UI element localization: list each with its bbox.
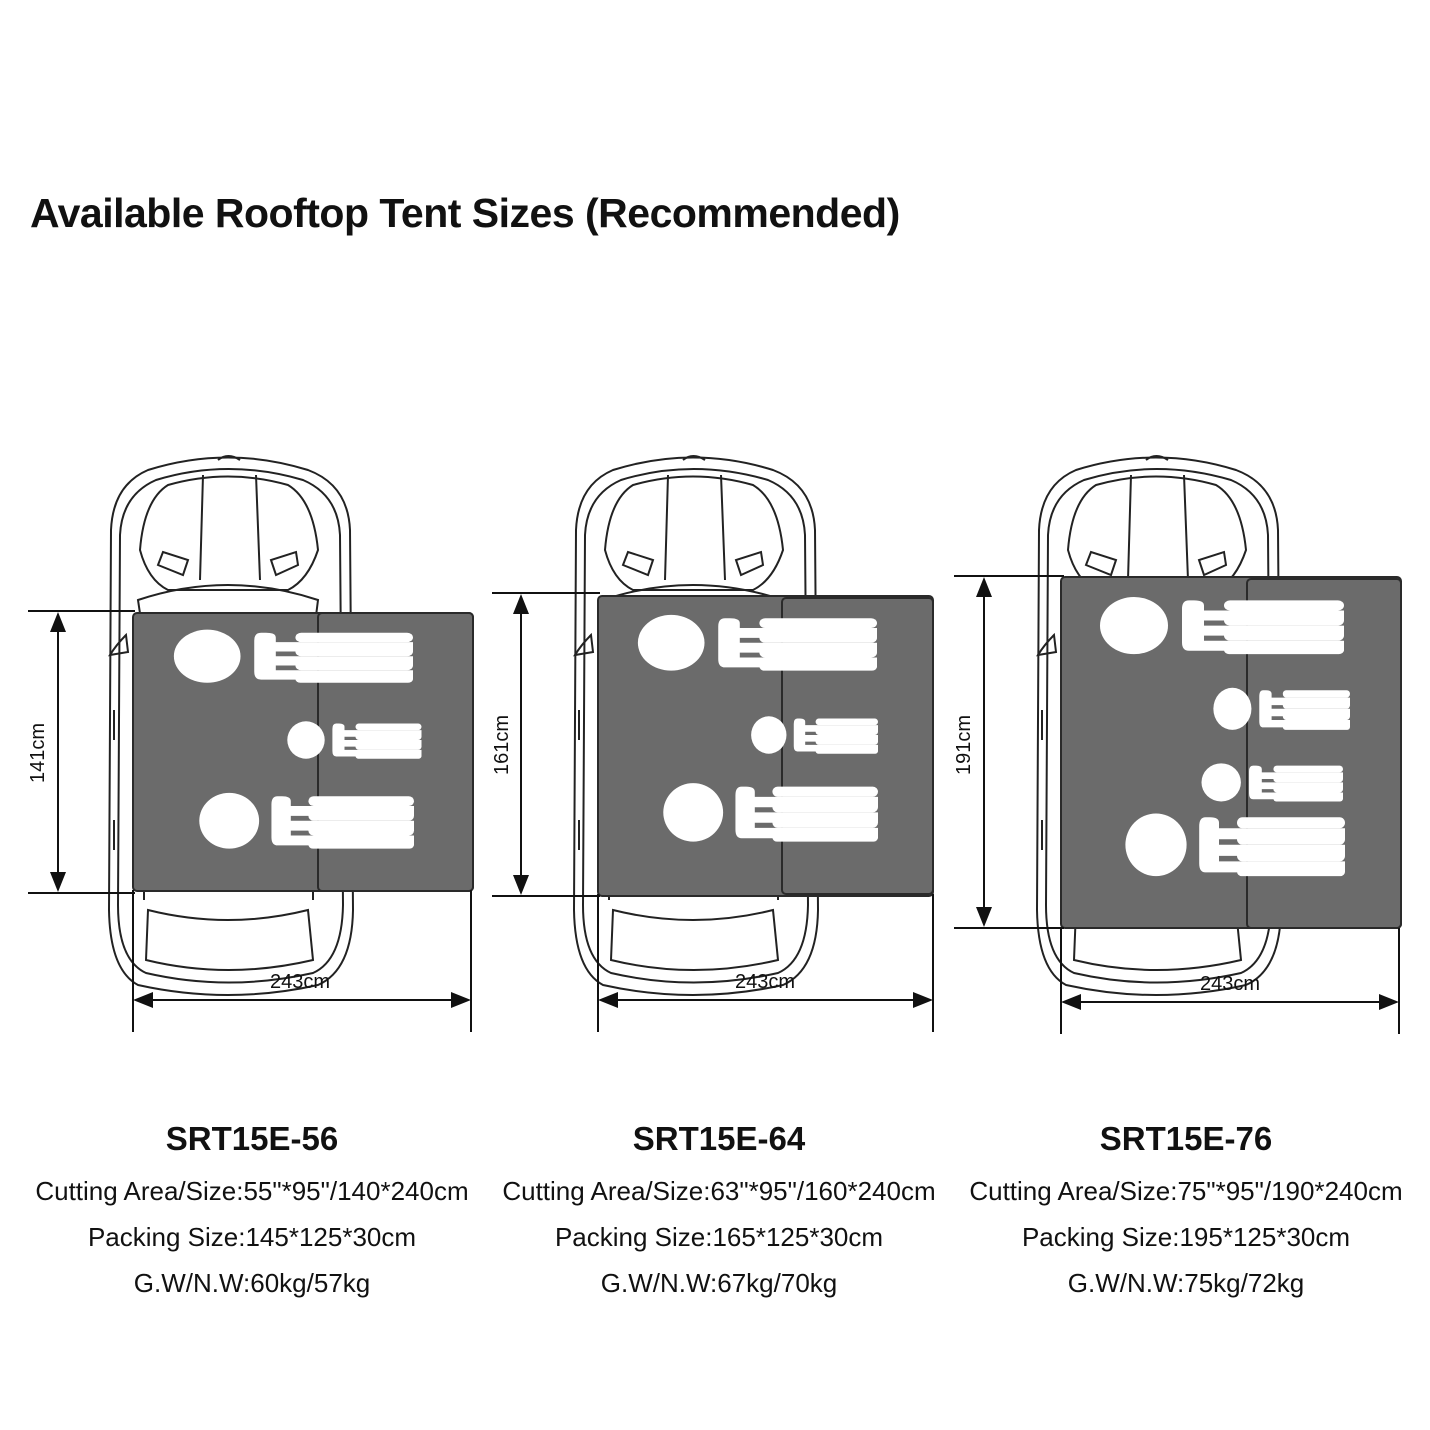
page-title: Available Rooftop Tent Sizes (Recommende… xyxy=(30,190,900,236)
spec-block-3: SRT15E-76 Cutting Area/Size:75"*95"/190*… xyxy=(951,1120,1421,1306)
packing-size: Packing Size:165*125*30cm xyxy=(554,1222,884,1252)
tent-size-diagram: 141cm 243cm 161cm 243cm xyxy=(27,455,1402,1034)
width-dimension-3: 243cm xyxy=(1060,928,1400,1034)
height-dimension-1: 141cm xyxy=(27,610,135,894)
spec-block-1: SRT15E-56 Cutting Area/Size:55"*95"/140*… xyxy=(17,1120,487,1306)
weight: G.W/N.W:60kg/57kg xyxy=(133,1268,371,1298)
height-label: 141cm xyxy=(27,723,49,783)
cutting-size: Cutting Area/Size:75"*95"/190*240cm xyxy=(969,1176,1403,1206)
height-dimension-2: 161cm xyxy=(491,592,600,897)
width-dimension-1: 243cm xyxy=(132,890,472,1032)
height-label: 161cm xyxy=(491,715,513,775)
cutting-size: Cutting Area/Size:63"*95"/160*240cm xyxy=(502,1176,936,1206)
cutting-size: Cutting Area/Size:55"*95"/140*240cm xyxy=(35,1176,469,1206)
height-label: 191cm xyxy=(953,715,975,775)
model-name: SRT15E-64 xyxy=(632,1120,806,1157)
tent-3 xyxy=(1060,576,1402,929)
packing-size: Packing Size:195*125*30cm xyxy=(1021,1222,1351,1252)
width-label: 243cm xyxy=(1200,973,1260,995)
model-name: SRT15E-76 xyxy=(1099,1120,1273,1157)
spec-block-2: SRT15E-64 Cutting Area/Size:63"*95"/160*… xyxy=(484,1120,954,1306)
weight: G.W/N.W:75kg/72kg xyxy=(1067,1268,1305,1298)
weight: G.W/N.W:67kg/70kg xyxy=(600,1268,838,1298)
width-label: 243cm xyxy=(735,971,795,993)
height-dimension-3: 191cm xyxy=(953,575,1064,929)
width-label: 243cm xyxy=(270,971,330,993)
width-dimension-2: 243cm xyxy=(597,894,934,1032)
tent-1 xyxy=(132,612,474,892)
model-name: SRT15E-56 xyxy=(165,1120,339,1157)
packing-size: Packing Size:145*125*30cm xyxy=(87,1222,417,1252)
tent-2 xyxy=(597,595,934,897)
